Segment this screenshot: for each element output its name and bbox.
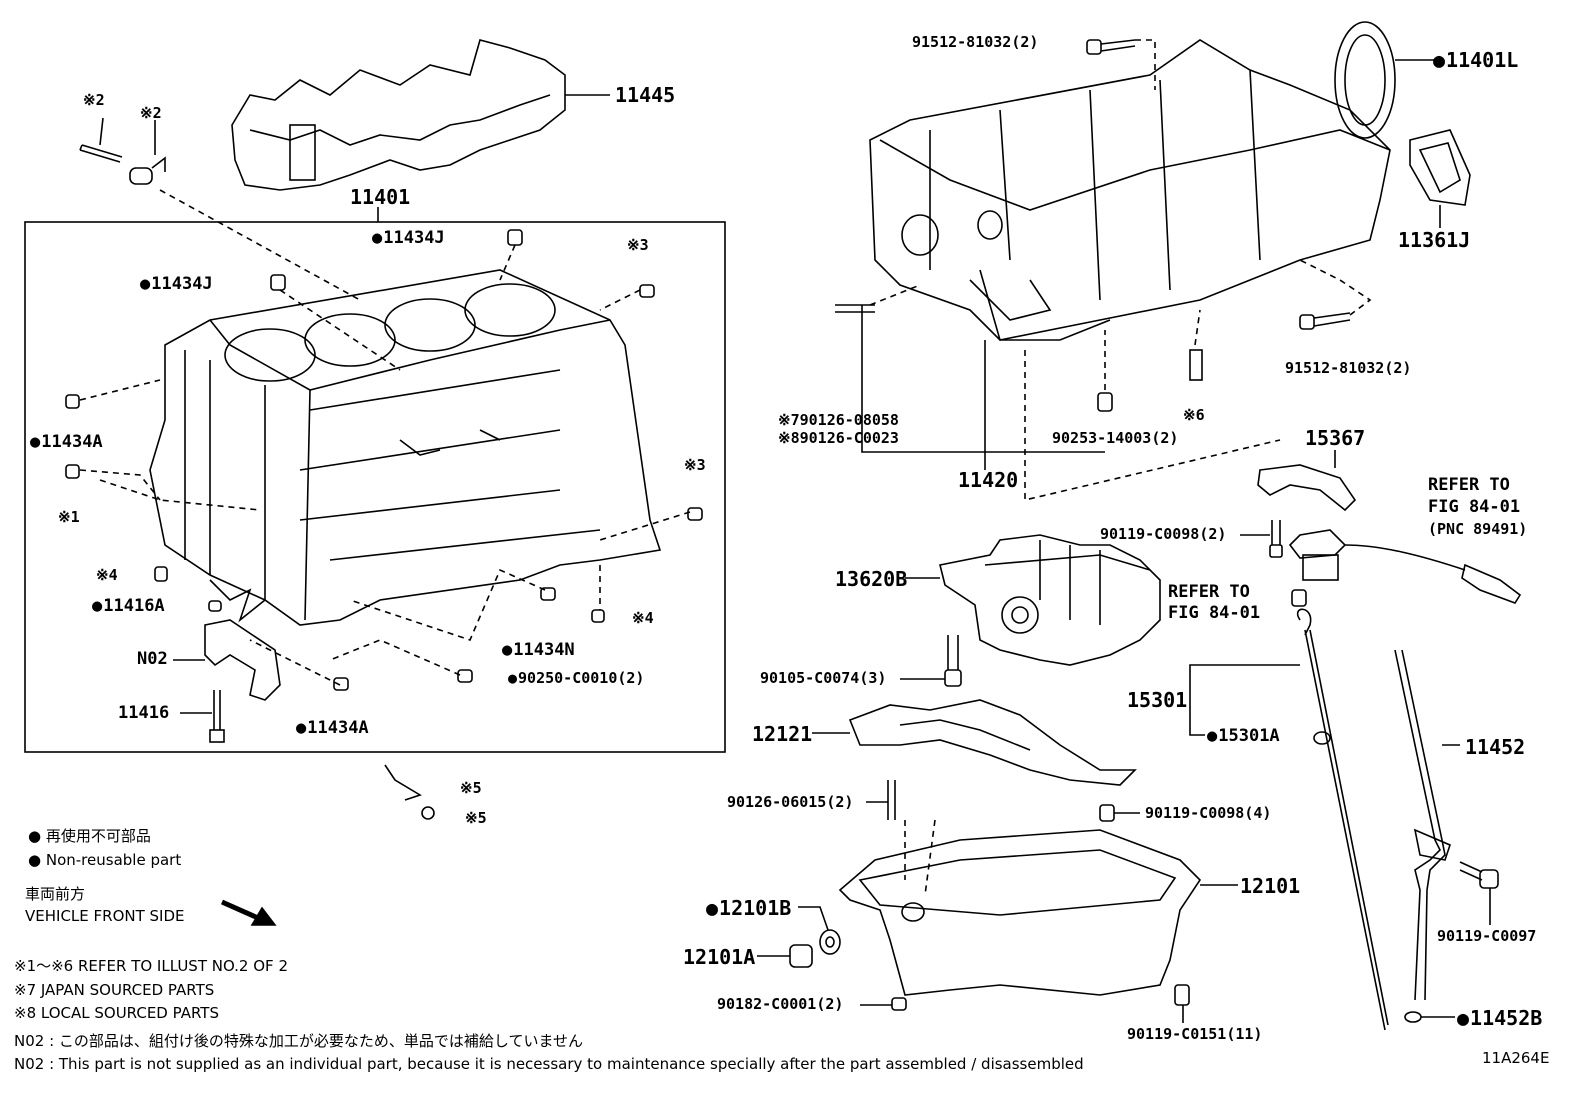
filled-dot-icon: ● xyxy=(28,851,46,869)
part-label-11416[interactable]: 11416 xyxy=(118,703,170,723)
part-label-11445[interactable]: 11445 xyxy=(615,83,676,107)
legend-n02-en: N02 : This part is not supplied as an in… xyxy=(14,1055,1084,1073)
cylinder-block-11401[interactable] xyxy=(149,269,662,626)
oil-level-sensor xyxy=(1288,529,1522,604)
part-label-90126-08058[interactable]: ※790126-08058 xyxy=(778,411,899,429)
bolts-pump xyxy=(944,520,1307,687)
mark-m2a: ※2 xyxy=(83,91,105,109)
mark-m3b: ※3 xyxy=(684,456,706,474)
oil-level-gauge-15301[interactable] xyxy=(1296,608,1389,1031)
mark-m1: ※1 xyxy=(58,508,80,526)
bearing-cap-N02 xyxy=(204,619,281,701)
mark-m2b: ※2 xyxy=(140,104,162,122)
mark-m4a: ※4 xyxy=(96,566,118,584)
part-label-90182-C0001[interactable]: 90182-C0001(2) xyxy=(717,995,844,1013)
vehicle-front-arrow-icon xyxy=(220,899,277,926)
refer-fig-84-01-line1[interactable]: REFER TO xyxy=(1428,475,1510,495)
part-label-11452[interactable]: 11452 xyxy=(1465,735,1526,759)
part-label-15301A[interactable]: 15301A xyxy=(1207,728,1279,745)
part-label-11434J-top[interactable]: 11434J xyxy=(372,230,444,247)
o-ring-15301A xyxy=(1313,731,1331,745)
mark-m3a: ※3 xyxy=(627,236,649,254)
figure-id: 11A264E xyxy=(1482,1049,1550,1067)
dashed-leaders-lower xyxy=(904,819,936,896)
oil-pump-13620B[interactable] xyxy=(939,534,1161,666)
o-ring-11452B xyxy=(1404,1011,1422,1023)
part-label-11416A[interactable]: 11416A xyxy=(92,598,164,615)
part-label-90105-C0074[interactable]: 90105-C0074(3) xyxy=(760,669,887,687)
bolt-11416 xyxy=(209,690,225,743)
part-label-15301[interactable]: 15301 xyxy=(1127,688,1188,712)
fittings-m5 xyxy=(384,764,435,820)
bolt-and-nut-m2 xyxy=(79,117,166,185)
leader-12101B xyxy=(798,906,829,931)
part-label-11434J-left[interactable]: 11434J xyxy=(140,276,212,293)
studs-and-bolts-lower xyxy=(887,780,1115,822)
bolt-90119-C0097 xyxy=(1459,861,1499,925)
filled-dot-icon: ● xyxy=(28,827,46,845)
dashed-leaders-block xyxy=(79,189,691,686)
refer-fig-84-01-pnc[interactable]: (PNC 89491) xyxy=(1428,520,1528,538)
part-label-90119-C0098-2[interactable]: 90119-C0098(2) xyxy=(1100,525,1227,543)
dowel-pins xyxy=(65,229,703,691)
oil-pan-upper-11420[interactable] xyxy=(869,39,1391,341)
legend-en-front: VEHICLE FRONT SIDE xyxy=(25,907,185,925)
cylinder-block-group-frame xyxy=(24,221,726,753)
part-label-11434A-bottom[interactable]: 11434A xyxy=(296,720,368,737)
part-label-11452B[interactable]: 11452B xyxy=(1457,1008,1542,1028)
part-label-90119-C0098-4[interactable]: 90119-C0098(4) xyxy=(1145,804,1272,822)
part-label-12121[interactable]: 12121 xyxy=(752,722,813,746)
refer-fig-84-01-line2[interactable]: FIG 84-01 xyxy=(1428,497,1521,517)
mark-m5b: ※5 xyxy=(465,809,487,827)
oil-pan-lower-12101[interactable] xyxy=(838,829,1202,996)
part-label-90126-C0023[interactable]: ※890126-C0023 xyxy=(778,429,899,447)
legend-n02-jp: N02 : この部品は、組付け後の特殊な加工が必要なため、単品では補給していませ… xyxy=(14,1032,584,1050)
oil-level-gauge-guide-11452[interactable] xyxy=(1394,649,1451,1001)
legend-note-1-6: ※1～※6 REFER TO ILLUST NO.2 OF 2 xyxy=(14,957,288,975)
plate-11361J xyxy=(1409,129,1471,206)
refer-fig-84-01-b-line2[interactable]: FIG 84-01 xyxy=(1168,603,1261,623)
part-label-11361J[interactable]: 11361J xyxy=(1398,228,1471,252)
part-label-N02[interactable]: N02 xyxy=(137,649,168,669)
legend-jp-front: 車両前方 xyxy=(25,885,86,903)
mark-m6: ※6 xyxy=(1183,406,1205,424)
bolts-91512-81032 xyxy=(835,39,1351,412)
part-label-12101[interactable]: 12101 xyxy=(1240,874,1301,898)
legend-en-nonreusable: ● Non-reusable part xyxy=(28,851,182,869)
mark-m4b: ※4 xyxy=(632,609,654,627)
leaders-upper-pan xyxy=(861,305,1105,470)
part-label-12101B[interactable]: 12101B xyxy=(706,898,791,918)
nuts-and-bolts-pan xyxy=(891,984,1190,1011)
part-label-13620B[interactable]: 13620B xyxy=(835,567,908,591)
leader-15301 xyxy=(1189,664,1300,736)
part-label-91512-81032-top[interactable]: 91512-81032(2) xyxy=(912,33,1039,51)
refer-fig-84-01-b-line1[interactable]: REFER TO xyxy=(1168,582,1250,602)
legend-jp-nonreusable: ● 再使用不可部品 xyxy=(28,827,151,845)
drain-plug-and-gasket xyxy=(789,929,841,968)
oil-separator-cover-11445[interactable] xyxy=(231,39,566,191)
mark-m5a: ※5 xyxy=(460,779,482,797)
legend-note-8: ※8 LOCAL SOURCED PARTS xyxy=(14,1004,219,1022)
part-label-90119-C0151[interactable]: 90119-C0151(11) xyxy=(1127,1025,1263,1043)
part-label-11401L[interactable]: 11401L xyxy=(1433,50,1518,70)
part-label-11420[interactable]: 11420 xyxy=(958,468,1019,492)
part-label-91512-81032-right[interactable]: 91512-81032(2) xyxy=(1285,359,1412,377)
part-label-90119-C0097[interactable]: 90119-C0097 xyxy=(1437,927,1537,945)
oil-seal-11401L xyxy=(1334,21,1396,139)
part-label-11434N[interactable]: 11434N xyxy=(502,642,574,659)
part-label-12101A[interactable]: 12101A xyxy=(683,945,756,969)
part-label-15367[interactable]: 15367 xyxy=(1305,426,1366,450)
baffle-plate-12121[interactable] xyxy=(848,699,1137,786)
bracket-15367 xyxy=(1257,464,1357,512)
part-label-11401[interactable]: 11401 xyxy=(350,185,411,209)
part-label-90250-C0010[interactable]: 90250-C0010(2) xyxy=(508,671,644,686)
legend-note-7: ※7 JAPAN SOURCED PARTS xyxy=(14,981,215,999)
dashed-leaders-upper-pan xyxy=(869,39,1372,502)
part-label-11434A-left[interactable]: 11434A xyxy=(30,434,102,451)
part-label-90253-14003[interactable]: 90253-14003(2) xyxy=(1052,429,1179,447)
part-label-90126-06015[interactable]: 90126-06015(2) xyxy=(727,793,854,811)
